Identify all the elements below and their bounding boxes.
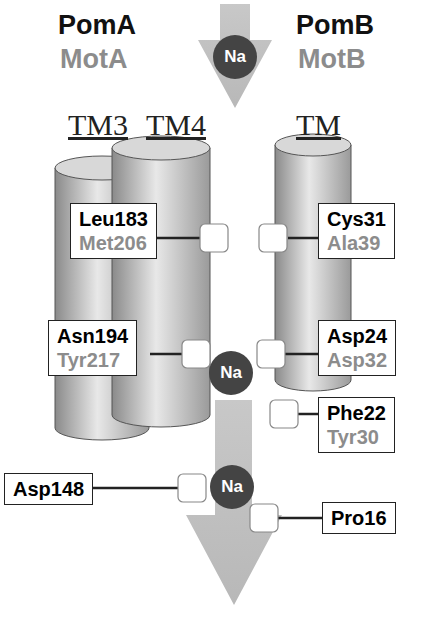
residue-name: Ala39 [327,231,386,255]
residue-name: Tyr30 [327,425,386,449]
residue-name: Asp24 [327,324,387,348]
sodium-ion: Na [210,465,254,509]
residue-name: Asn194 [57,324,128,348]
protein-name: MotA [60,44,127,75]
protein-name: PomB [296,10,374,41]
residue-name: Asp148 [13,477,84,501]
tm4-cylinder [112,136,210,427]
residue-box: Pro16 [322,502,396,534]
residue-name: Asp32 [327,348,387,372]
residue-box: Asp148 [4,473,93,505]
protein-name: MotB [298,44,365,75]
segment-label: TM [296,108,341,142]
ion-symbol: Na [220,363,242,383]
residue-name: Pro16 [331,506,387,530]
residue-markers [178,224,298,532]
ion-symbol: Na [224,47,246,67]
flow-arrow [198,4,272,108]
residue-box: Asp24Asp32 [318,320,396,376]
residue-name: Met206 [79,231,148,255]
residue-name: Cys31 [327,207,386,231]
residue-name: Leu183 [79,207,148,231]
segment-label: TM4 [146,108,206,142]
residue-name: Tyr217 [57,348,128,372]
protein-name: PomA [58,10,136,41]
residue-leaders [60,238,325,518]
sodium-ion: Na [213,35,257,79]
residue-box: Leu183Met206 [70,203,157,259]
sodium-ion: Na [209,351,253,395]
residue-box: Phe22Tyr30 [318,397,395,453]
residue-name: Phe22 [327,401,386,425]
ion-symbol: Na [221,477,243,497]
residue-box: Cys31Ala39 [318,203,395,259]
segment-label: TM3 [68,108,128,142]
residue-box: Asn194Tyr217 [48,320,137,376]
